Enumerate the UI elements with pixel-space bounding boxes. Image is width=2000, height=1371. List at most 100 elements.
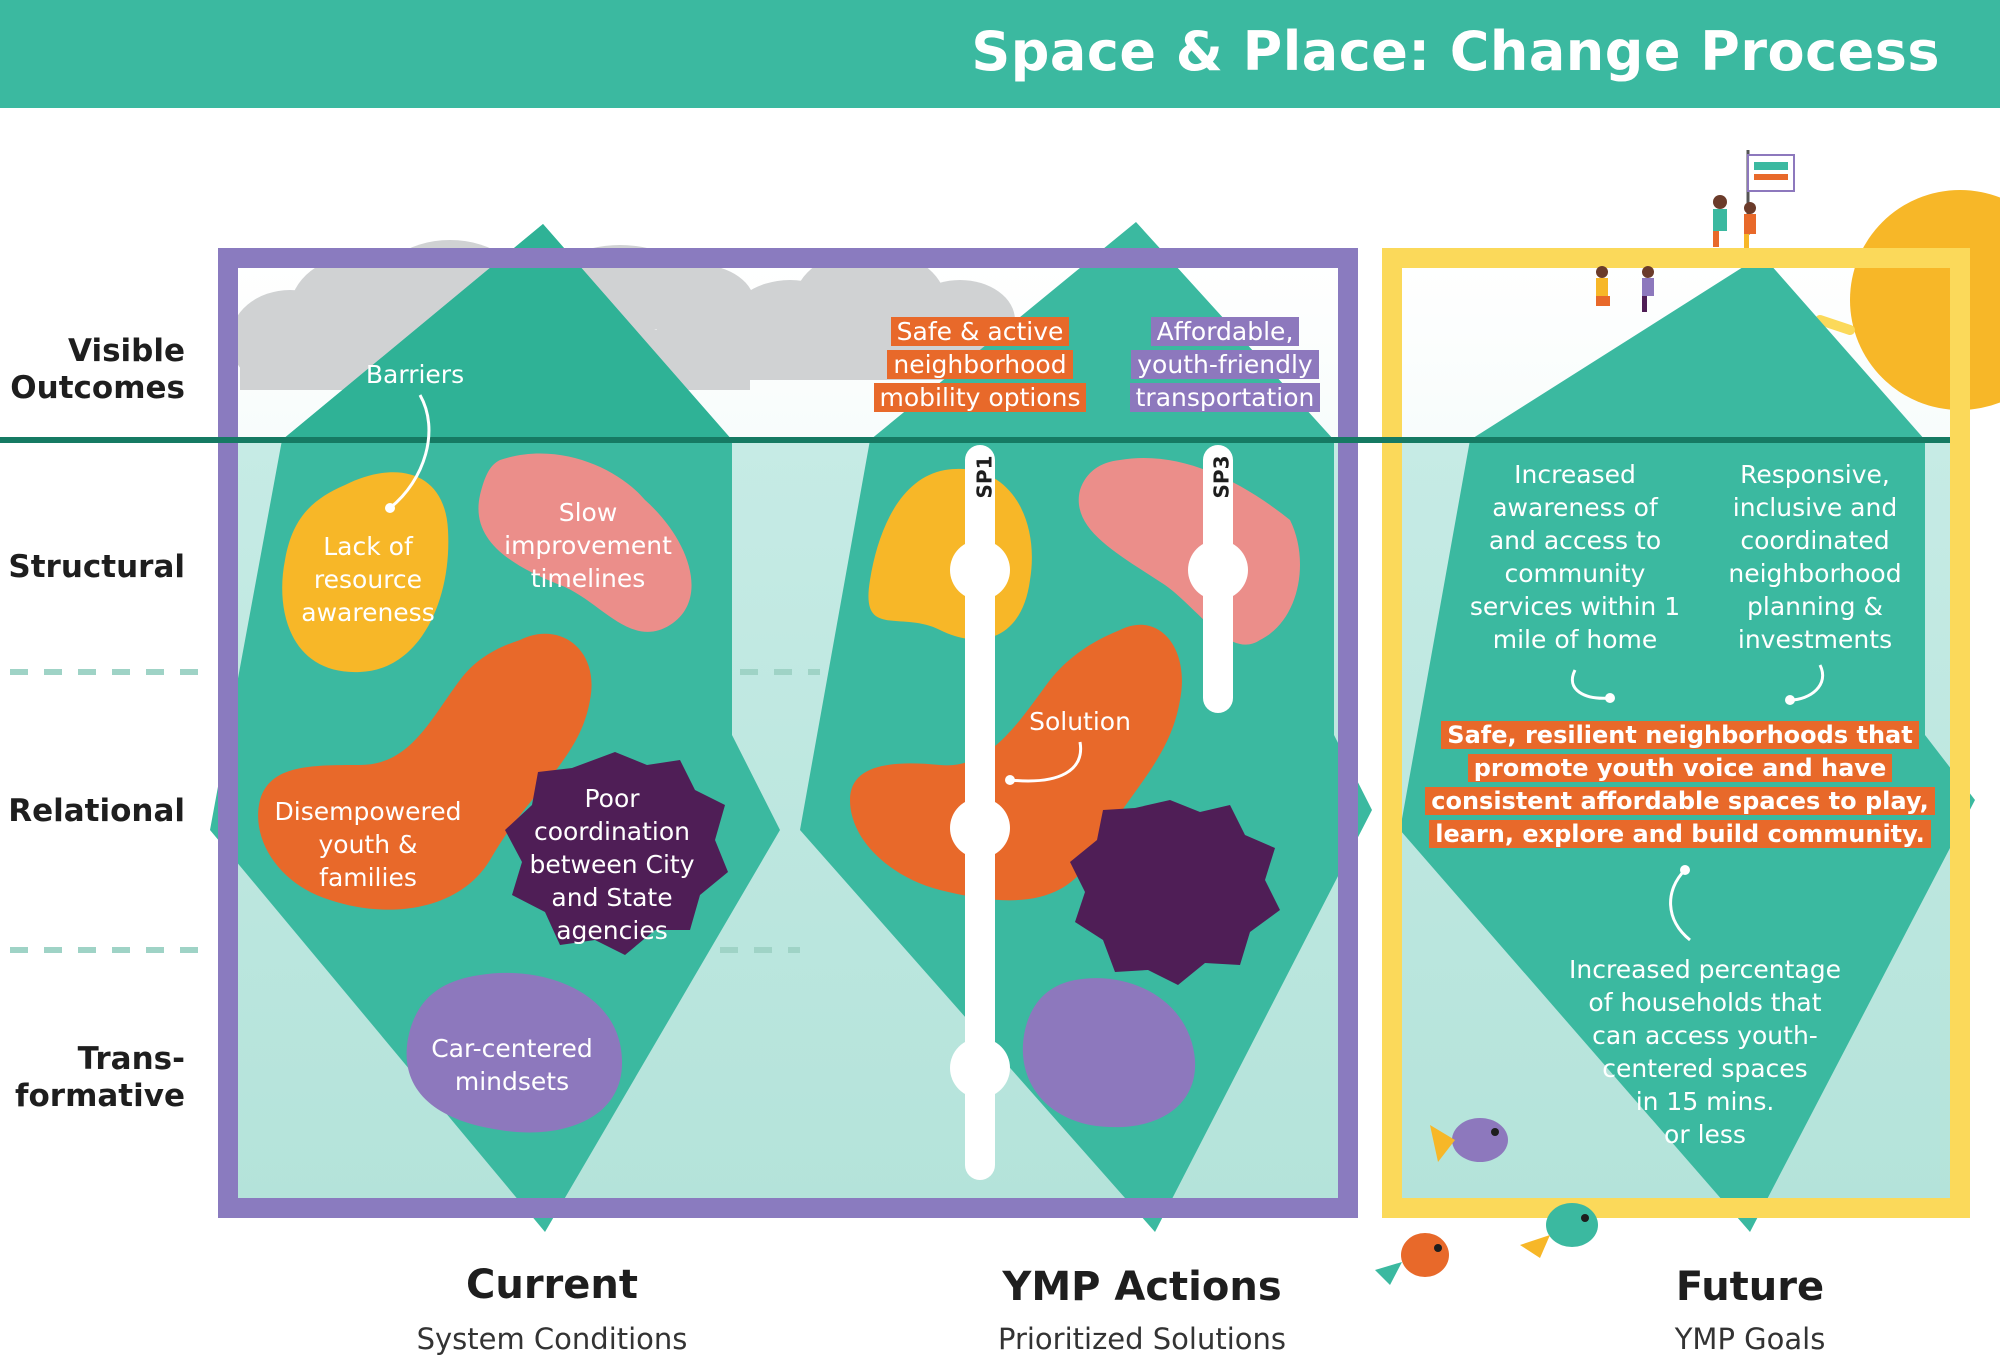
text-line: Disempowered: [274, 797, 462, 826]
text-line: Increased: [1514, 460, 1636, 489]
text-line: youth &: [318, 830, 418, 859]
sp3-outcome-label: Affordable, youth-friendly transportatio…: [1105, 315, 1345, 414]
bottom-goal-connector: [1669, 868, 1691, 942]
text-line: between City: [529, 850, 695, 879]
text-line: mindsets: [454, 1067, 570, 1096]
text-line: Increased percentage: [1569, 955, 1841, 984]
text-line: learn, explore and build community.: [1429, 820, 1931, 848]
text-line: Poor: [584, 784, 640, 813]
row-label-line: Trans-: [77, 1041, 185, 1077]
text-line: in 15 mins.: [1635, 1087, 1775, 1116]
column-subtitle-actions: Prioritized Solutions: [997, 1322, 1287, 1356]
goal-right-text: Responsive, inclusive and coordinated ne…: [1705, 458, 1925, 656]
sp1-pipe: [950, 445, 1010, 1180]
barriers-connector-dot: [385, 503, 395, 513]
text-line: Slow: [558, 498, 618, 527]
text-line: agencies: [556, 916, 668, 945]
text-line: can access youth-: [1592, 1021, 1818, 1050]
fish-icon-3: [1520, 1203, 1598, 1258]
solution-connector: [1009, 741, 1083, 783]
label-poor-coordination: Poor coordination between City and State…: [512, 782, 712, 947]
goal-left-connector: [1571, 669, 1611, 700]
goal-right-connector: [1789, 664, 1825, 702]
text-line: planning &: [1747, 592, 1883, 621]
goal-left-connector-dot: [1605, 693, 1615, 703]
action-blob-pink: [1078, 458, 1300, 645]
text-line: and State: [551, 883, 673, 912]
text-line: services within 1: [1469, 592, 1681, 621]
text-line: promote youth voice and have: [1467, 754, 1893, 782]
text-line: resource: [313, 565, 423, 594]
label-slow-improvement-timelines: Slow improvement timelines: [488, 496, 688, 595]
text-line: consistent affordable spaces to play,: [1425, 787, 1935, 815]
column-title-current: Current: [465, 1262, 638, 1308]
barriers-connector: [389, 394, 431, 510]
row-label-line: Outcomes: [10, 370, 185, 406]
row-label-line: Visible: [68, 333, 185, 369]
fish-icon-2: [1375, 1233, 1449, 1285]
text-line: families: [319, 863, 417, 892]
text-line: Affordable,: [1150, 317, 1300, 346]
label-disempowered-youth: Disempowered youth & families: [258, 795, 478, 894]
sp1-outcome-label: Safe & active neighborhood mobility opti…: [860, 315, 1100, 414]
solution-connector-dot: [1005, 775, 1015, 785]
label-solution: Solution: [1029, 707, 1131, 736]
people-climbing-icon: [1596, 195, 1756, 312]
text-line: Responsive,: [1740, 460, 1890, 489]
text-line: improvement: [504, 531, 672, 560]
text-line: neighborhood: [1728, 559, 1902, 588]
future-frame: [1382, 248, 1970, 1218]
column-subtitle-future: YMP Goals: [1674, 1322, 1826, 1356]
text-line: and access to: [1488, 526, 1662, 555]
label-lack-of-resource-awareness: Lack of resource awareness: [268, 530, 468, 629]
goal-right-connector-dot: [1785, 695, 1795, 705]
blob-disempowered-youth: [258, 633, 592, 910]
text-line: coordinated: [1740, 526, 1890, 555]
text-line: mobility options: [873, 383, 1087, 412]
blob-slow-improvement-timelines: [478, 453, 692, 632]
sp3-label: SP3: [1209, 455, 1234, 499]
row-label-visible-outcomes: Visible Outcomes: [0, 333, 185, 407]
row-label-relational: Relational: [8, 793, 185, 829]
text-line: investments: [1737, 625, 1893, 654]
text-line: awareness: [301, 598, 435, 627]
text-line: timelines: [530, 564, 646, 593]
label-barriers: Barriers: [365, 360, 465, 389]
text-line: neighborhood: [887, 350, 1073, 379]
column-title-future: Future: [1675, 1264, 1825, 1310]
fish-icon-1: [1430, 1118, 1508, 1162]
text-line: community: [1504, 559, 1646, 588]
text-line: Lack of: [323, 532, 413, 561]
label-car-centered-mindsets: Car-centered mindsets: [412, 1032, 612, 1098]
sp3-pipe: [1188, 445, 1248, 713]
action-blob-lavender: [1022, 978, 1196, 1128]
goal-left-text: Increased awareness of and access to com…: [1455, 458, 1695, 656]
blob-car-centered-mindsets: [406, 972, 623, 1133]
text-line: awareness of: [1492, 493, 1658, 522]
blob-lack-of-resource-awareness: [282, 472, 449, 673]
text-line: mile of home: [1492, 625, 1658, 654]
blob-poor-coordination: [505, 752, 728, 955]
text-line: Safe & active: [890, 317, 1070, 346]
action-blob-dark-purple: [1070, 800, 1280, 985]
row-label-transformative: Trans- formative: [0, 1041, 185, 1115]
center-goal-text: Safe, resilient neighborhoods that promo…: [1420, 719, 1940, 851]
text-line: centered spaces: [1602, 1054, 1808, 1083]
column-title-actions: YMP Actions: [1002, 1264, 1282, 1310]
page-title: Space & Place: Change Process: [971, 20, 1940, 83]
current-actions-frame: [218, 248, 1358, 1218]
text-line: inclusive and: [1732, 493, 1898, 522]
row-label-structural: Structural: [8, 549, 185, 585]
bottom-goal-text: Increased percentage of households that …: [1545, 953, 1865, 1151]
text-line: of households that: [1588, 988, 1822, 1017]
row-label-line: formative: [15, 1078, 185, 1114]
text-line: youth-friendly: [1131, 350, 1319, 379]
text-line: coordination: [533, 817, 691, 846]
text-line: or less: [1664, 1120, 1746, 1149]
sp1-label: SP1: [972, 455, 997, 499]
current-iceberg-tip: [282, 224, 732, 440]
column-subtitle-current: System Conditions: [416, 1322, 688, 1356]
text-line: Safe, resilient neighborhoods that: [1441, 721, 1919, 749]
